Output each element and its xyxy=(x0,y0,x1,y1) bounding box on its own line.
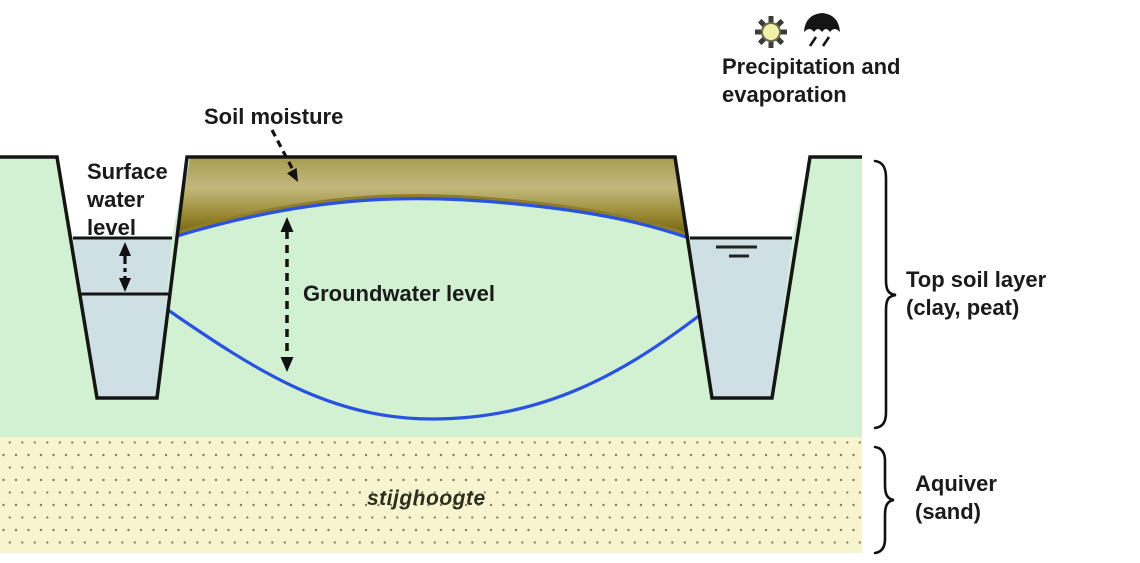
aquifer-sand-texture xyxy=(0,437,862,553)
ground-surface-outline xyxy=(0,155,862,400)
groundwater-level-label: Groundwater level xyxy=(303,281,495,306)
groundwater-curve-lower xyxy=(167,308,701,421)
left-ditch-opening xyxy=(57,155,187,238)
right-ditch-water xyxy=(690,238,792,398)
top-soil-brace xyxy=(873,159,897,430)
precipitation-evaporation-label: Precipitation and evaporation xyxy=(722,54,901,108)
water-level-symbol xyxy=(716,245,757,258)
groundwater-curve-upper xyxy=(176,196,690,240)
surface-water-arrow xyxy=(119,242,131,292)
sun-icon xyxy=(755,16,787,48)
top-soil-layer-label: Top soil layer (clay, peat) xyxy=(906,267,1047,321)
aquifer-label: Aquiver (sand) xyxy=(915,471,997,525)
stijghoogte-label: stijghoogte xyxy=(367,487,486,510)
soil-moisture-label: Soil moisture xyxy=(204,104,344,129)
soil-moisture-arrow xyxy=(270,129,298,182)
surface-water-level-label: Surface water level xyxy=(87,159,168,241)
umbrella-rain-icon xyxy=(804,13,840,47)
right-ditch-opening xyxy=(675,155,810,238)
aquifer-brace xyxy=(873,445,895,555)
left-ditch-water xyxy=(73,238,172,398)
groundwater-level-arrow xyxy=(280,217,294,372)
